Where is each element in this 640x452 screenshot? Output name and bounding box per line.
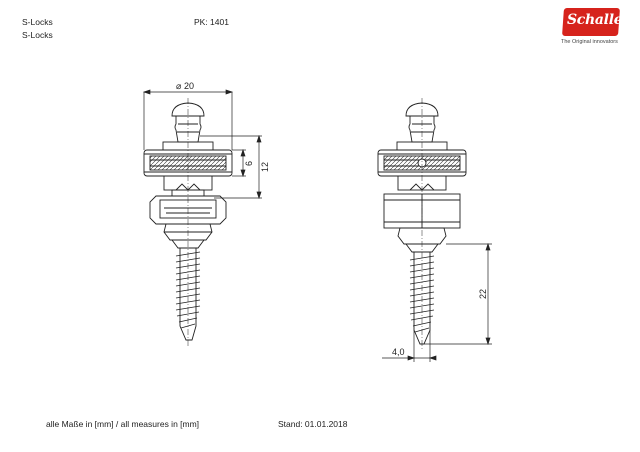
part-number: PK: 1401 [194, 17, 229, 27]
dim-heights [200, 134, 262, 200]
header-title-de: S-Locks [22, 17, 53, 27]
dim-length [424, 242, 492, 346]
units-note: alle Maße in [mm] / all measures in [mm] [46, 419, 200, 429]
dim-diameter [142, 89, 234, 150]
dim-thread [382, 330, 437, 362]
dim-thread-4: 4,0 [392, 347, 405, 357]
schaller-logo: Schaller The Original innovators [555, 8, 630, 48]
revision-date: Stand: 01.01.2018 [278, 419, 348, 429]
dim-length-22: 22 [478, 289, 488, 299]
logo-brand: Schaller [567, 12, 630, 28]
dim-height-12: 12 [260, 162, 270, 172]
dim-diameter-symbol: ⌀ [176, 81, 182, 91]
right-view [377, 98, 467, 350]
logo-tagline: The Original innovators [561, 39, 618, 45]
dim-diameter-label: 20 [184, 81, 194, 91]
left-view [143, 98, 233, 346]
dim-height-6: 6 [244, 161, 254, 166]
header-title-en: S-Locks [22, 30, 53, 40]
